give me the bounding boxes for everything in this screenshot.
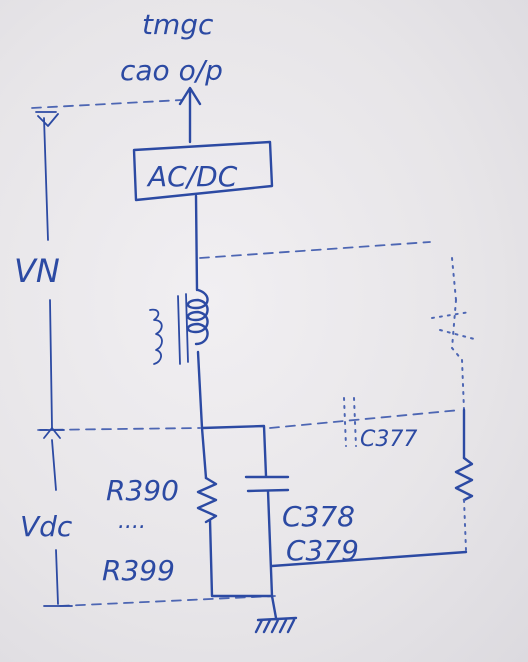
vdc-dimension-line: [43, 439, 73, 607]
right-branch-top: [451, 257, 457, 301]
output-label-line1: tmgc: [142, 8, 214, 41]
vn-bottom-arrow: [39, 427, 65, 439]
voltage-upper-label: VN: [14, 252, 60, 290]
top-reference-dash: [31, 99, 183, 109]
capacitor-label-c379: C379: [286, 534, 359, 567]
right-resistor: [454, 456, 474, 502]
mid-reference-dash: [37, 427, 201, 431]
acdc-box: [132, 140, 274, 202]
output-arrow: [178, 86, 202, 144]
capacitor-label-c377: C377: [360, 427, 417, 452]
resistor-r390: [196, 476, 218, 524]
inductor-coil: [186, 288, 209, 346]
resistor-wire-top: [200, 426, 208, 480]
main-wire-mid: [196, 350, 204, 430]
bottom-reference-dash: [59, 595, 276, 607]
node-to-cap-wire: [200, 424, 268, 478]
right-branch-lower: [463, 499, 467, 551]
voltage-lower-label: Vdc: [20, 510, 73, 543]
resistor-label-dots: ....: [118, 509, 146, 534]
right-branch-spark: [431, 299, 479, 361]
main-wire-top: [194, 194, 199, 292]
inductor-winding-marks: [149, 308, 163, 365]
cap-to-ground-wire: [266, 489, 278, 620]
vn-dimension-line: [35, 111, 59, 429]
resistor-wire-bottom: [208, 518, 274, 598]
inductor-core: [177, 293, 189, 365]
capacitor-c377-plates: [343, 397, 357, 447]
converter-label: AC/DC: [146, 160, 238, 193]
resistor-label-top: R390: [106, 474, 179, 507]
resistor-label-bottom: R399: [102, 554, 175, 587]
capacitor-label-c378: C378: [282, 500, 355, 533]
output-label-line2: cao o/p: [120, 54, 223, 87]
top-right-dash: [199, 241, 431, 259]
ground-symbol: [254, 616, 298, 634]
node-to-c377-dash: [269, 409, 461, 429]
right-return-wire: [270, 550, 468, 568]
right-branch-mid: [461, 359, 465, 411]
